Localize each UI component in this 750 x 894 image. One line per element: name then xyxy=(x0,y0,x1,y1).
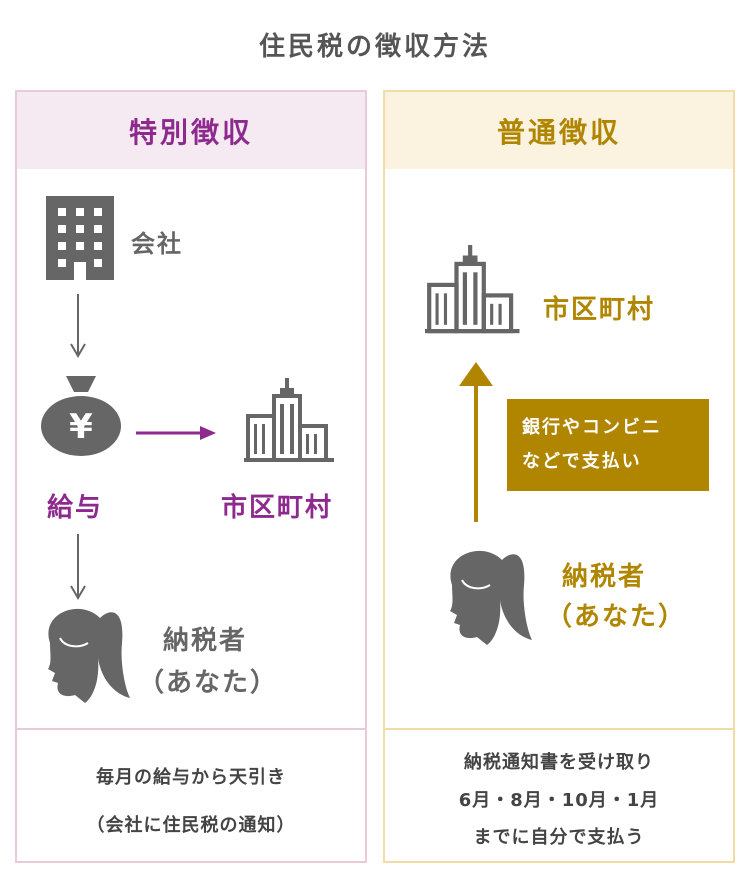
special-footer-line-1: 毎月の給与から天引き xyxy=(96,767,286,788)
special-footer-line-2: （会社に住民税の通知） xyxy=(86,815,296,836)
city-hall-icon xyxy=(244,378,334,464)
page-title: 住民税の徴収方法 xyxy=(258,32,491,62)
money-bag-icon: ¥ xyxy=(41,376,121,456)
normal-footer-line-3: までに自分で支払う xyxy=(473,827,645,848)
arrow-up-icon xyxy=(459,362,493,522)
salary-label: 給与 xyxy=(47,493,104,523)
taxpayer-woman-icon xyxy=(47,607,131,704)
normal-collection-header: 普通徴収 xyxy=(385,92,733,169)
normal-collection-panel: 普通徴収 納税通知書を受け取り 6月・8月・10月・1月 までに自分で支払う xyxy=(383,90,735,863)
taxpayer-label: 納税者 xyxy=(562,562,647,592)
payment-line-2: などで支払い xyxy=(522,451,642,472)
payment-line-1: 銀行やコンビニ xyxy=(522,417,662,438)
company-building-icon xyxy=(46,196,114,280)
divider xyxy=(385,728,733,730)
city-hall-icon xyxy=(425,245,520,335)
normal-footer-line-2: 6月・8月・10月・1月 xyxy=(458,790,660,811)
municipality-label: 市区町村 xyxy=(543,295,656,325)
divider xyxy=(17,728,365,730)
you-label: （あなた） xyxy=(546,602,687,632)
municipality-label: 市区町村 xyxy=(221,493,334,523)
special-collection-panel: 特別徴収 毎月の給与から天引き （会社に住民税の通知） xyxy=(15,90,367,863)
arrow-right-icon xyxy=(136,426,216,440)
svg-text:¥: ¥ xyxy=(69,407,93,447)
company-label: 会社 xyxy=(131,230,183,258)
taxpayer-woman-icon xyxy=(449,549,533,646)
normal-footer-line-1: 納税通知書を受け取り xyxy=(464,752,654,773)
arrow-down-icon xyxy=(70,534,86,600)
payment-method-box: 銀行やコンビニ などで支払い xyxy=(507,399,709,491)
taxpayer-label: 納税者 xyxy=(163,626,248,656)
arrow-down-icon xyxy=(70,294,86,358)
special-collection-header: 特別徴収 xyxy=(17,92,365,169)
you-label: （あなた） xyxy=(138,668,279,698)
